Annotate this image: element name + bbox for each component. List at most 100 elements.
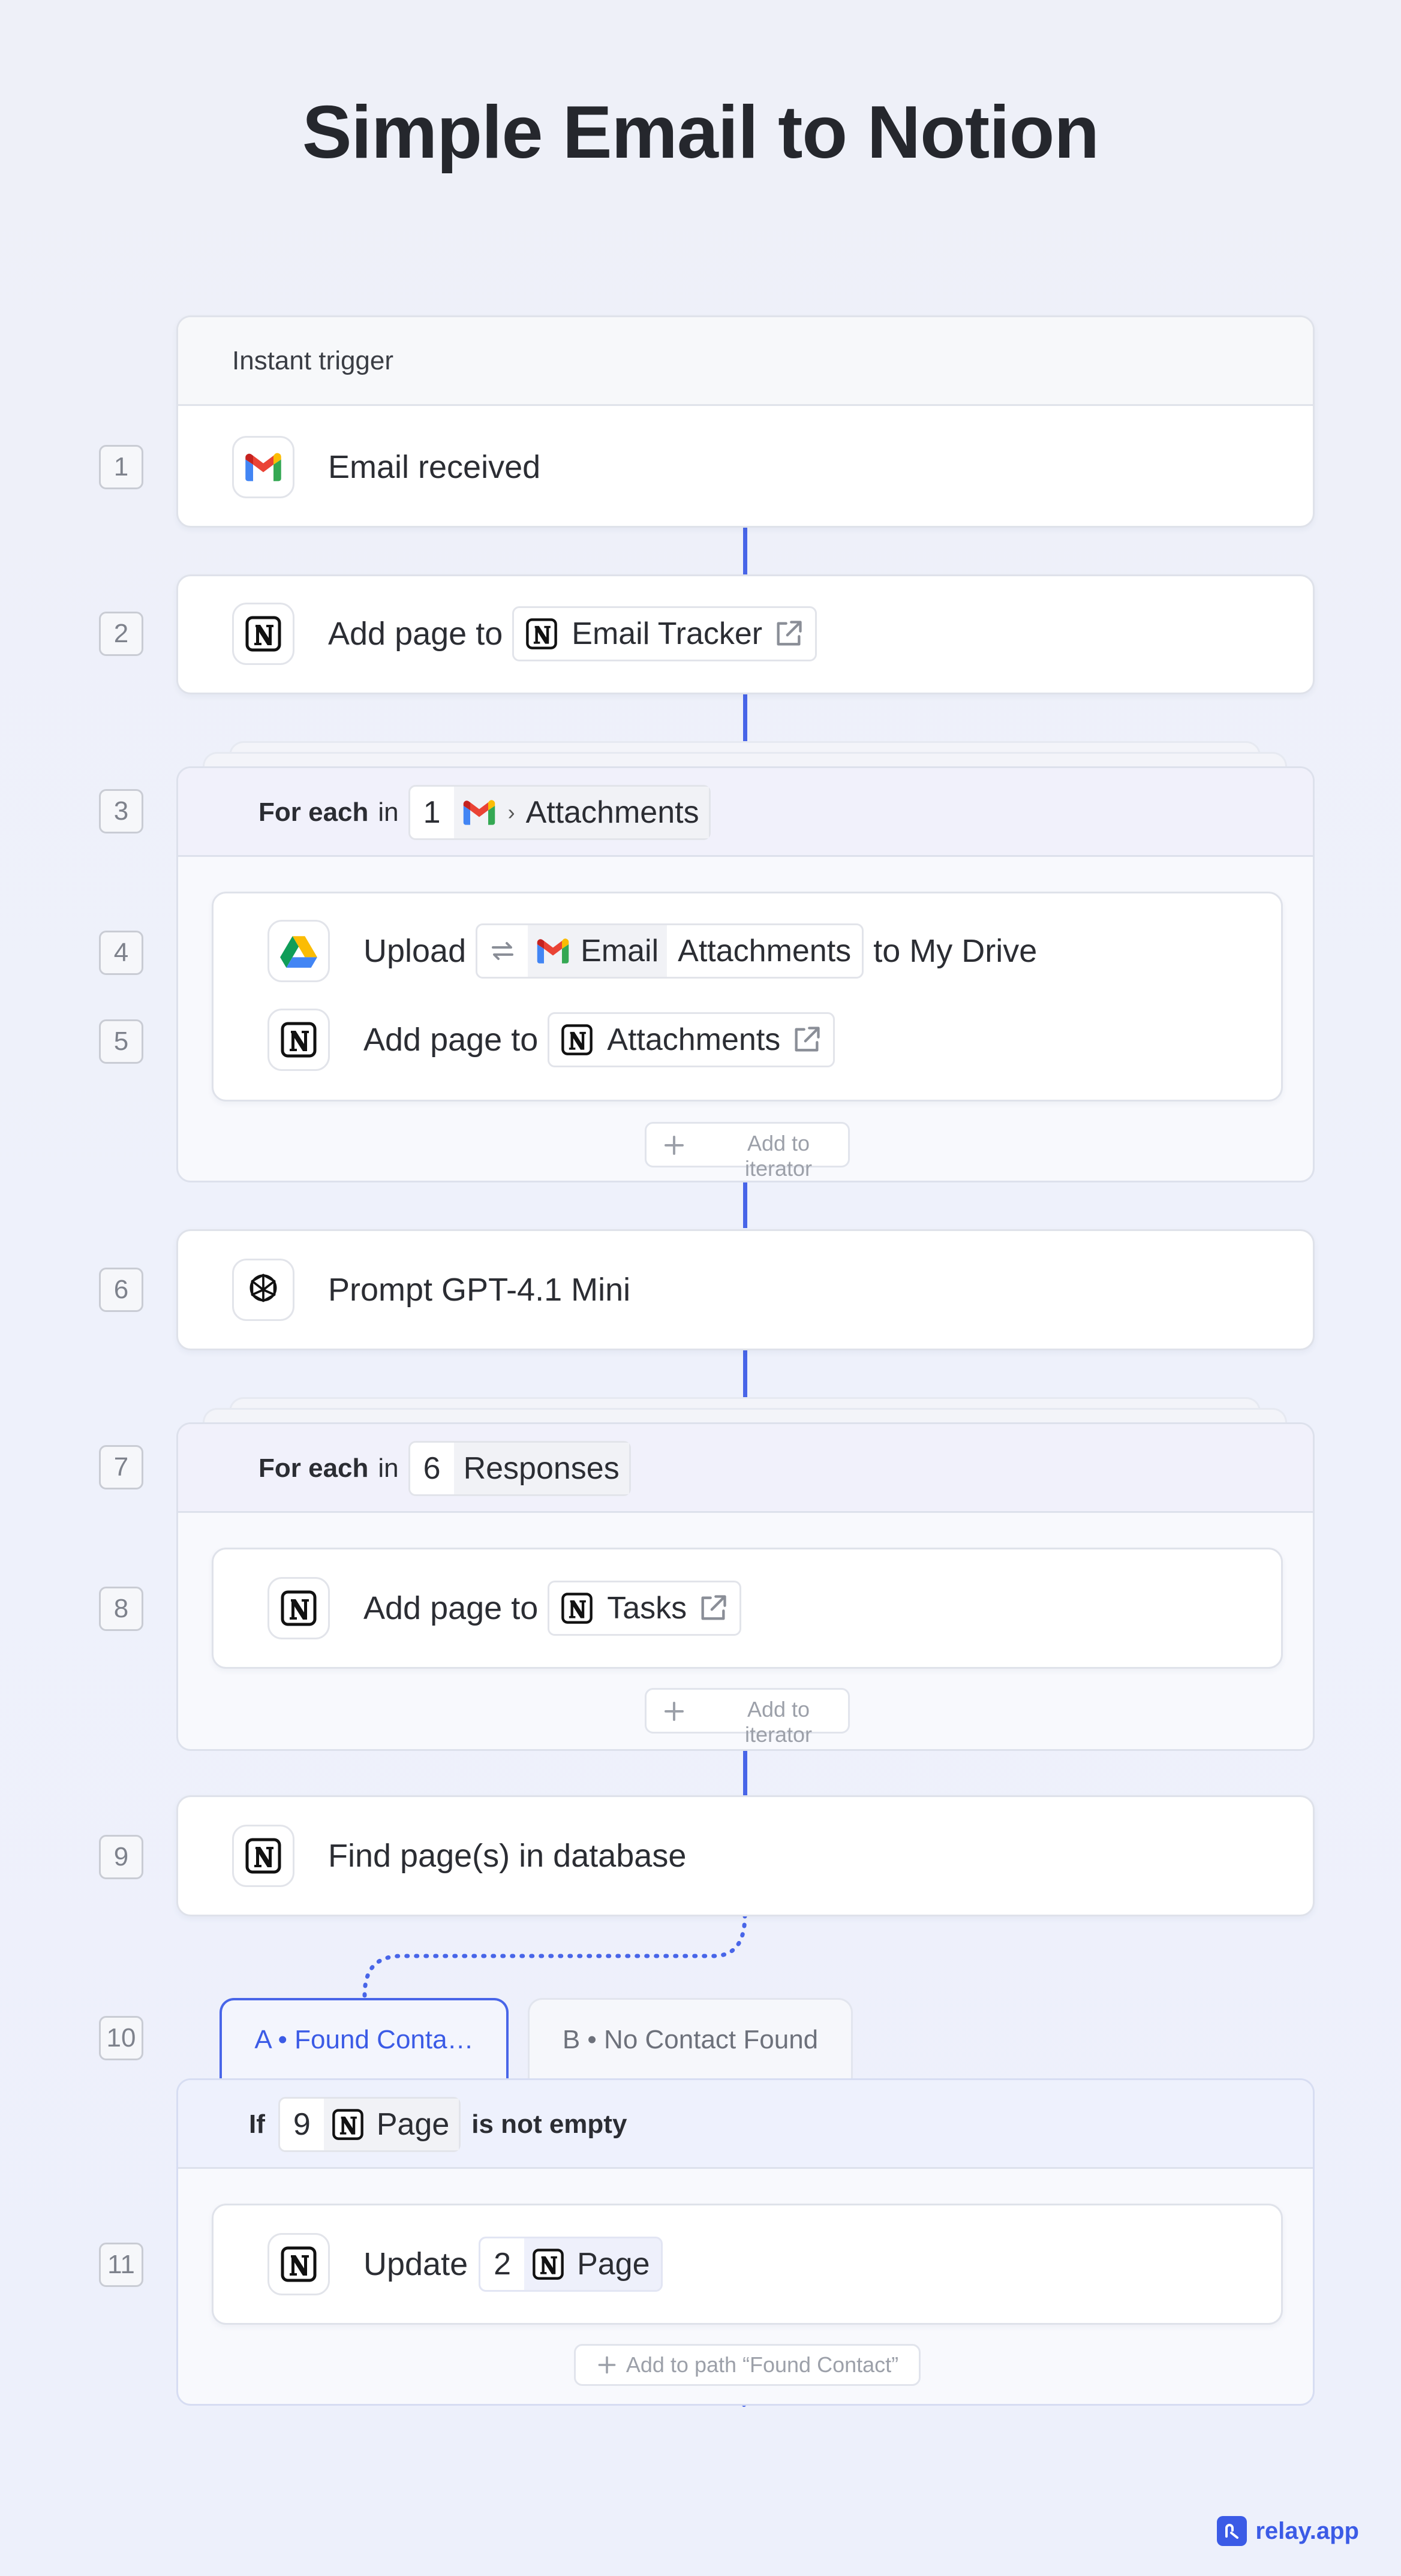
add-to-iterator-button[interactable]: Add to iterator bbox=[645, 1122, 850, 1181]
branch-tab-a[interactable]: A • Found Conta… bbox=[220, 1998, 509, 2080]
step-number: 9 bbox=[99, 1835, 143, 1879]
page-title: Simple Email to Notion bbox=[302, 91, 1099, 174]
ref-field: Responses bbox=[453, 1443, 629, 1494]
in-label: in bbox=[378, 798, 399, 827]
gmail-icon bbox=[232, 436, 294, 498]
for-each-label: For each bbox=[258, 798, 369, 827]
if-label: If bbox=[249, 2109, 265, 2139]
relay-logo[interactable]: relay.app bbox=[1217, 2516, 1359, 2546]
in-label: in bbox=[378, 1453, 399, 1483]
external-link-icon[interactable] bbox=[773, 618, 804, 649]
ref-field: Attachments bbox=[518, 787, 709, 838]
add-to-path-button[interactable]: Add to path “Found Contact” bbox=[574, 2344, 921, 2386]
trigger-label: Instant trigger bbox=[232, 346, 394, 375]
gmail-icon bbox=[528, 925, 579, 977]
notion-icon bbox=[232, 1825, 294, 1887]
iterator-inner-card: Upload Email Attachments to My Drive Add… bbox=[212, 892, 1283, 1102]
relay-logo-icon bbox=[1217, 2516, 1247, 2546]
external-link-icon[interactable] bbox=[791, 1024, 822, 1055]
step-suffix: to My Drive bbox=[873, 933, 1038, 969]
google-drive-icon bbox=[267, 920, 330, 982]
reference-chip[interactable]: 9 Page bbox=[278, 2097, 461, 2152]
step-card[interactable]: Prompt GPT-4.1 Mini bbox=[176, 1229, 1315, 1350]
ref-step-number: 2 bbox=[480, 2238, 525, 2290]
add-path-label: Add to path “Found Contact” bbox=[626, 2352, 899, 2377]
step-number: 3 bbox=[99, 789, 143, 833]
connector-line bbox=[743, 1350, 747, 1397]
database-chip[interactable]: Attachments bbox=[548, 1012, 835, 1067]
branch-tab-b[interactable]: B • No Contact Found bbox=[528, 1998, 853, 2080]
condition-row: If 9 Page is not empty bbox=[249, 2097, 627, 2152]
step-label: Find page(s) in database bbox=[328, 1838, 687, 1874]
ref-step-number: 9 bbox=[293, 2107, 311, 2142]
ref-field: Page bbox=[371, 2099, 459, 2150]
iterator-header bbox=[178, 768, 1313, 857]
step-number: 4 bbox=[99, 931, 143, 975]
step-number: 2 bbox=[99, 612, 143, 656]
reference-chip[interactable]: Email Attachments bbox=[476, 923, 864, 979]
step-card[interactable]: Add page to Email Tracker bbox=[176, 574, 1315, 694]
step-label: Update bbox=[363, 2246, 468, 2282]
plus-icon bbox=[662, 1699, 686, 1723]
repeat-icon bbox=[477, 925, 528, 977]
step-label: Upload bbox=[363, 933, 467, 969]
step-number: 7 bbox=[99, 1445, 143, 1489]
step-row: Email received bbox=[232, 436, 540, 498]
step-row[interactable]: Update 2 Page bbox=[267, 2233, 663, 2295]
iterator-card[interactable]: For each in 1 › Attachments Upload Email… bbox=[176, 766, 1315, 1182]
openai-icon bbox=[232, 1259, 294, 1321]
notion-icon bbox=[525, 617, 558, 651]
step-label: Add page to bbox=[363, 1022, 539, 1058]
step-row[interactable]: Upload Email Attachments to My Drive bbox=[267, 920, 1037, 982]
database-chip[interactable]: Email Tracker bbox=[512, 606, 817, 661]
step-label: Prompt GPT-4.1 Mini bbox=[328, 1272, 631, 1308]
reference-chip[interactable]: 2 Page bbox=[479, 2237, 663, 2292]
database-chip[interactable]: Tasks bbox=[548, 1581, 742, 1636]
step-number: 8 bbox=[99, 1587, 143, 1631]
reference-chip[interactable]: 6 Responses bbox=[408, 1441, 631, 1496]
trigger-card[interactable]: Instant trigger Email received bbox=[176, 315, 1315, 528]
step-label: Add page to bbox=[363, 1590, 539, 1626]
branch-path-card[interactable]: If 9 Page is not empty Update 2 Page Add… bbox=[176, 2078, 1315, 2406]
step-row[interactable]: Add page to Tasks bbox=[267, 1577, 742, 1639]
notion-icon bbox=[267, 1577, 330, 1639]
ref-field: Page bbox=[577, 2247, 650, 2282]
step-number: 11 bbox=[99, 2243, 143, 2287]
iterator-row: For each in 1 › Attachments bbox=[258, 785, 711, 840]
connector-line bbox=[743, 694, 747, 741]
step-number: 6 bbox=[99, 1268, 143, 1312]
database-name: Email Tracker bbox=[572, 616, 763, 651]
connector-line bbox=[743, 1167, 747, 1228]
add-to-iterator-button[interactable]: Add to iterator bbox=[645, 1688, 850, 1747]
chevron-right-icon: › bbox=[504, 787, 519, 838]
add-label: Add to iterator bbox=[744, 1697, 813, 1747]
notion-icon bbox=[524, 2238, 572, 2290]
tab-label: B • No Contact Found bbox=[562, 2024, 819, 2054]
step-label: Add page to bbox=[328, 616, 503, 652]
condition-label: is not empty bbox=[471, 2109, 627, 2139]
external-link-icon[interactable] bbox=[698, 1593, 729, 1624]
step-number: 1 bbox=[99, 445, 143, 489]
brand-name: relay.app bbox=[1255, 2517, 1359, 2544]
branch-inner-card: Update 2 Page bbox=[212, 2204, 1283, 2325]
ref-step-number: 6 bbox=[423, 1451, 441, 1486]
notion-icon bbox=[267, 2233, 330, 2295]
notion-icon bbox=[560, 1023, 594, 1057]
trigger-header bbox=[178, 317, 1313, 406]
database-name: Attachments bbox=[607, 1022, 781, 1057]
add-label: Add to iterator bbox=[744, 1131, 813, 1181]
iterator-card[interactable]: For each in 6 Responses Add page to Task… bbox=[176, 1422, 1315, 1751]
step-number: 10 bbox=[99, 2016, 143, 2060]
notion-icon bbox=[323, 2099, 372, 2150]
iterator-header bbox=[178, 1424, 1313, 1513]
ref-step-number: 1 bbox=[423, 795, 441, 830]
step-row[interactable]: Add page to Attachments bbox=[267, 1009, 835, 1071]
step-card[interactable]: Find page(s) in database bbox=[176, 1795, 1315, 1916]
ref-field: Attachments bbox=[678, 934, 852, 968]
for-each-label: For each bbox=[258, 1453, 369, 1483]
reference-chip[interactable]: 1 › Attachments bbox=[408, 785, 711, 840]
gmail-icon bbox=[453, 787, 504, 838]
plus-icon bbox=[662, 1133, 686, 1157]
step-row: Find page(s) in database bbox=[232, 1825, 686, 1887]
iterator-inner-card: Add page to Tasks bbox=[212, 1548, 1283, 1669]
